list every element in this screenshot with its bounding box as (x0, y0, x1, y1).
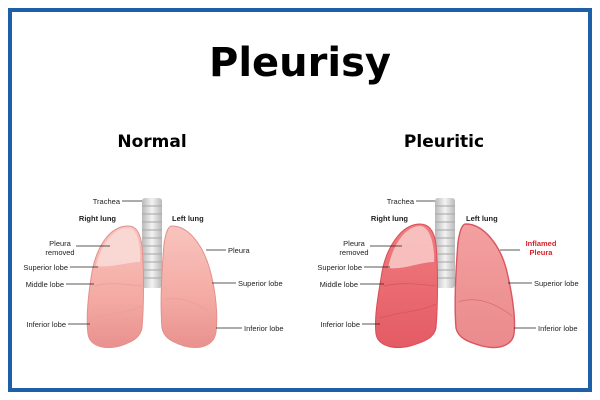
normal-superior-lobe-right-label: Superior lobe (238, 279, 283, 288)
normal-inferior-lobe-right-label: Inferior lobe (244, 324, 284, 333)
normal-middle-lobe-label: Middle lobe (25, 280, 64, 289)
pleuritic-superior-lobe-right-label: Superior lobe (534, 279, 579, 288)
normal-pleura-removed-label: Pleura removed (45, 239, 75, 257)
normal-left-lung-label: Left lung (172, 214, 204, 223)
pleuritic-right-lung-label: Right lung (370, 214, 408, 223)
pleuritic-pleura-removed-label: Pleura removed (339, 239, 369, 257)
pleuritic-inferior-lobe-left-label: Inferior lobe (320, 320, 360, 329)
normal-superior-lobe-left-label: Superior lobe (23, 263, 68, 272)
pleuritic-middle-lobe-label: Middle lobe (319, 280, 358, 289)
pleuritic-superior-lobe-left-label: Superior lobe (317, 263, 362, 272)
normal-pleura-removed-area (96, 228, 141, 267)
pleuritic-left-lung (454, 223, 516, 349)
pleuritic-inflamed-pleura-label: Inflamed Pleura (525, 239, 557, 257)
pleuritic-inferior-lobe-right-label: Inferior lobe (538, 324, 578, 333)
pleuritic-trachea-label: Trachea (386, 197, 414, 206)
normal-trachea-label: Trachea (92, 197, 120, 206)
leader-lines (66, 200, 536, 329)
normal-left-lung (160, 225, 218, 348)
normal-lungs (86, 198, 218, 348)
pleuritic-pleura-removed-area (388, 226, 435, 269)
normal-heading: Normal (117, 132, 187, 152)
normal-pleura-label: Pleura (228, 246, 250, 255)
pleuritic-left-lung-label: Left lung (466, 214, 498, 223)
pleuritic-lungs (375, 198, 516, 349)
pleuritic-heading: Pleuritic (403, 132, 485, 152)
pleuritic-trachea (435, 198, 455, 288)
normal-right-lung-label: Right lung (78, 214, 116, 223)
normal-inferior-lobe-left-label: Inferior lobe (26, 320, 66, 329)
normal-trachea (142, 198, 162, 288)
page-title: Pleurisy (209, 40, 391, 86)
